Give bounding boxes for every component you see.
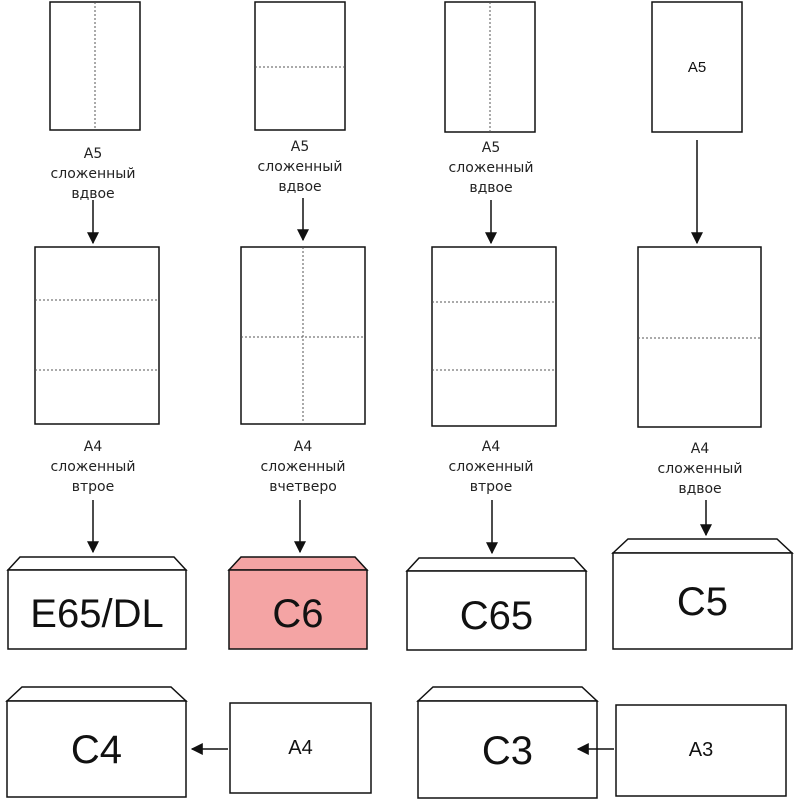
a4-sheet-col1 <box>34 246 160 425</box>
sheet-label-a3: A3 <box>688 739 714 761</box>
caption-line: A4 <box>481 439 501 455</box>
envelope-label-c65: C65 <box>459 594 534 638</box>
caption-a4-col4: A4 сложенный вдвое <box>620 439 780 499</box>
envelope-c65 <box>405 557 588 651</box>
sheet-a3-bottom <box>615 704 787 797</box>
a5-sheet-col1 <box>49 1 141 131</box>
caption-line: A4 <box>83 439 103 455</box>
sheet-label-a4: A4 <box>288 737 313 759</box>
caption-line: сложенный <box>657 461 743 477</box>
caption-a5-col1: A5 сложенный вдвое <box>13 144 173 204</box>
caption-a4-col3: A4 сложенный втрое <box>411 437 571 497</box>
caption-line: вдвое <box>678 481 722 497</box>
a4-sheet-col4 <box>637 246 762 428</box>
a5-sheet-col3 <box>444 1 536 133</box>
caption-line: вдвое <box>278 179 322 195</box>
caption-a5-col3: A5 сложенный вдвое <box>411 138 571 198</box>
envelope-label-c3: C3 <box>481 729 534 773</box>
caption-line: A5 <box>481 140 501 156</box>
envelope-c3 <box>416 686 599 799</box>
envelope-label-e65-dl: E65/DL <box>30 592 164 636</box>
sheet-a4-bottom <box>229 702 372 794</box>
caption-line: A5 <box>290 139 310 155</box>
envelope-label-c6: C6 <box>272 592 324 636</box>
caption-line: вдвое <box>71 186 115 202</box>
a4-sheet-col3 <box>431 246 557 427</box>
envelope-e65-dl <box>6 556 188 650</box>
caption-line: сложенный <box>260 459 346 475</box>
envelope-c6 <box>227 556 369 650</box>
caption-line: сложенный <box>448 459 534 475</box>
caption-line: A4 <box>690 441 710 457</box>
caption-line: сложенный <box>50 166 136 182</box>
envelope-c4 <box>5 686 188 798</box>
caption-line: сложенный <box>257 159 343 175</box>
a5-sheet-col4 <box>651 1 743 133</box>
caption-line: вдвое <box>469 180 513 196</box>
a4-sheet-col2 <box>240 246 366 425</box>
caption-a4-col2: A4 сложенный вчетверо <box>223 437 383 497</box>
caption-line: A5 <box>83 146 103 162</box>
caption-line: втрое <box>469 479 513 495</box>
caption-line: сложенный <box>50 459 136 475</box>
caption-a5-col2: A5 сложенный вдвое <box>220 137 380 197</box>
caption-a4-col1: A4 сложенный втрое <box>13 437 173 497</box>
envelope-label-c4: C4 <box>70 728 123 772</box>
caption-line: вчетверо <box>269 479 337 495</box>
envelope-c5 <box>611 538 794 650</box>
top-sheet-label-col4: A5 <box>687 59 707 76</box>
envelope-label-c5: C5 <box>676 580 729 624</box>
caption-line: сложенный <box>448 160 534 176</box>
caption-line: втрое <box>71 479 115 495</box>
caption-line: A4 <box>293 439 313 455</box>
a5-sheet-col2 <box>254 1 346 131</box>
